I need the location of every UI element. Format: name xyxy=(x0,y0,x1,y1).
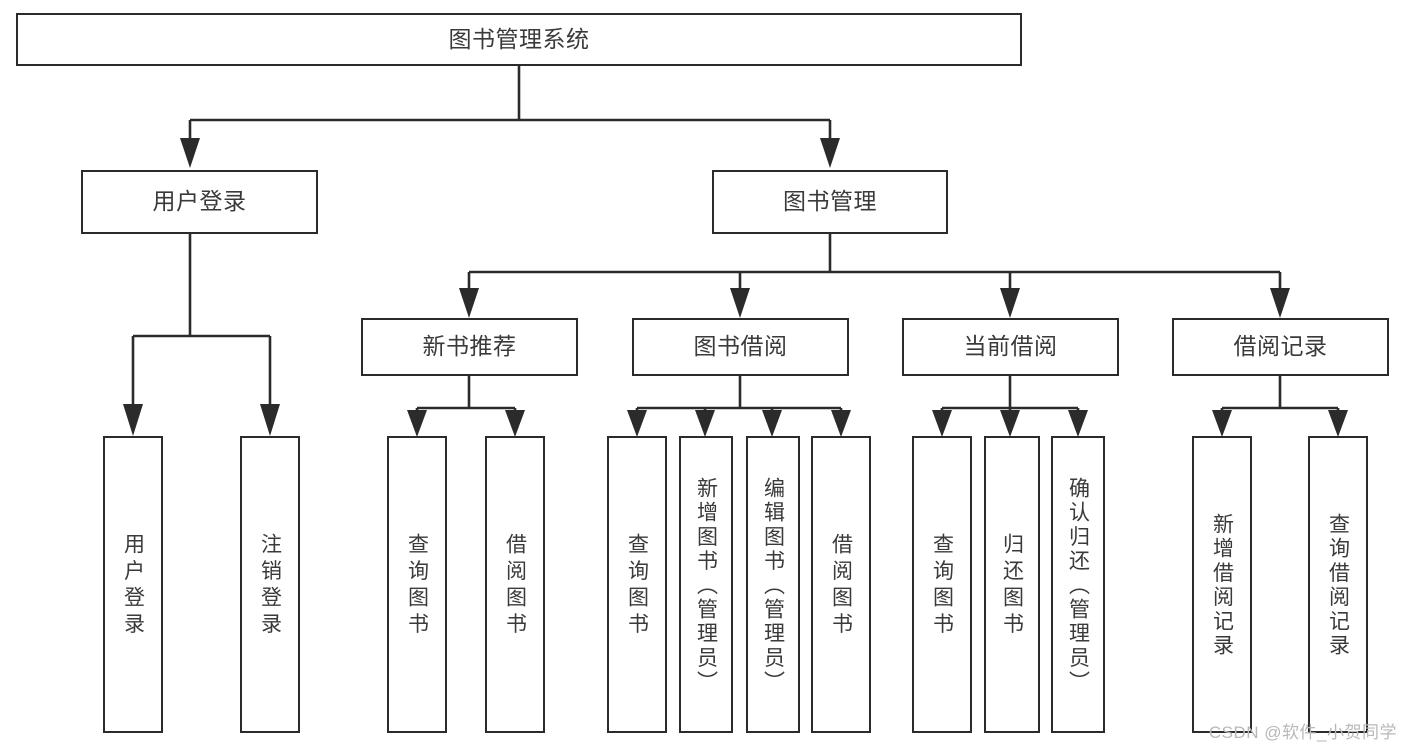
node-leaf-logout-label: 注销登录 xyxy=(258,532,282,639)
node-leaf-edit-book-admin[interactable]: 编辑图书（管理员） xyxy=(746,436,800,733)
node-leaf-query-borrow-record[interactable]: 查询借阅记录 xyxy=(1308,436,1368,733)
arrow-book-borrow-leaf-4 xyxy=(831,410,851,437)
node-current-borrow[interactable]: 当前借阅 xyxy=(902,318,1119,376)
node-leaf-return-book[interactable]: 归还图书 xyxy=(984,436,1040,733)
node-leaf-user-login[interactable]: 用户登录 xyxy=(103,436,163,733)
node-new-book-recommend[interactable]: 新书推荐 xyxy=(361,318,578,376)
node-leaf-recommend-borrow-book-label: 借阅图书 xyxy=(503,532,527,639)
node-leaf-user-login-label: 用户登录 xyxy=(121,532,145,639)
node-leaf-add-book-admin[interactable]: 新增图书（管理员） xyxy=(679,436,733,733)
node-leaf-current-query-book-label: 查询图书 xyxy=(930,532,954,639)
arrow-borrow-records-leaf-1 xyxy=(1212,410,1232,437)
arrow-current-borrow-leaf-2 xyxy=(1000,410,1020,437)
node-leaf-borrow-book-label: 借阅图书 xyxy=(829,532,853,639)
node-leaf-logout[interactable]: 注销登录 xyxy=(240,436,300,733)
node-leaf-add-book-admin-label: 新增图书（管理员） xyxy=(694,476,718,695)
node-leaf-borrow-query-book-label: 查询图书 xyxy=(625,532,649,639)
node-book-management[interactable]: 图书管理 xyxy=(712,170,948,234)
node-user-login-label: 用户登录 xyxy=(152,188,247,215)
node-leaf-edit-book-admin-label: 编辑图书（管理员） xyxy=(761,476,785,695)
node-borrow-records-label: 借阅记录 xyxy=(1233,333,1328,360)
arrow-new-book-leaf-2 xyxy=(505,410,525,437)
node-leaf-confirm-return-admin-label: 确认归还（管理员） xyxy=(1066,476,1090,695)
watermark-text: CSDN @软件_小贺同学 xyxy=(1208,723,1397,742)
node-root-system[interactable]: 图书管理系统 xyxy=(16,13,1022,66)
arrow-book-borrow-leaf-1 xyxy=(627,410,647,437)
node-leaf-confirm-return-admin[interactable]: 确认归还（管理员） xyxy=(1051,436,1105,733)
node-leaf-recommend-borrow-book[interactable]: 借阅图书 xyxy=(485,436,545,733)
node-leaf-add-borrow-record[interactable]: 新增借阅记录 xyxy=(1192,436,1252,733)
arrow-to-current-borrow xyxy=(1000,288,1020,318)
node-book-management-label: 图书管理 xyxy=(783,188,877,215)
node-book-borrow[interactable]: 图书借阅 xyxy=(632,318,849,376)
arrow-borrow-records-leaf-2 xyxy=(1328,410,1348,437)
arrow-user-login-leaf-1 xyxy=(123,404,143,436)
arrow-to-book-borrow xyxy=(730,288,750,318)
node-leaf-add-borrow-record-label: 新增借阅记录 xyxy=(1210,512,1234,659)
arrow-root-to-book-mgmt xyxy=(820,138,840,168)
arrow-new-book-leaf-1 xyxy=(407,410,427,437)
node-leaf-borrow-book[interactable]: 借阅图书 xyxy=(811,436,871,733)
node-leaf-current-query-book[interactable]: 查询图书 xyxy=(912,436,972,733)
node-user-login[interactable]: 用户登录 xyxy=(81,170,318,234)
node-borrow-records[interactable]: 借阅记录 xyxy=(1172,318,1389,376)
node-leaf-borrow-query-book[interactable]: 查询图书 xyxy=(607,436,667,733)
arrow-book-borrow-leaf-2 xyxy=(695,410,715,437)
arrow-to-borrow-records xyxy=(1270,288,1290,318)
arrow-current-borrow-leaf-1 xyxy=(932,410,952,437)
node-new-book-recommend-label: 新书推荐 xyxy=(422,333,517,360)
node-leaf-return-book-label: 归还图书 xyxy=(1000,532,1024,639)
node-current-borrow-label: 当前借阅 xyxy=(963,333,1058,360)
node-leaf-query-borrow-record-label: 查询借阅记录 xyxy=(1326,512,1350,659)
node-book-borrow-label: 图书借阅 xyxy=(693,333,788,360)
arrow-user-login-leaf-2 xyxy=(260,404,280,436)
arrow-to-new-book-recommend xyxy=(459,288,479,318)
arrow-book-borrow-leaf-3 xyxy=(762,410,782,437)
arrow-current-borrow-leaf-3 xyxy=(1068,410,1088,437)
arrow-root-to-user-login xyxy=(180,138,200,168)
node-leaf-recommend-query-book[interactable]: 查询图书 xyxy=(387,436,447,733)
node-root-system-label: 图书管理系统 xyxy=(448,25,590,52)
node-leaf-recommend-query-book-label: 查询图书 xyxy=(405,532,429,639)
